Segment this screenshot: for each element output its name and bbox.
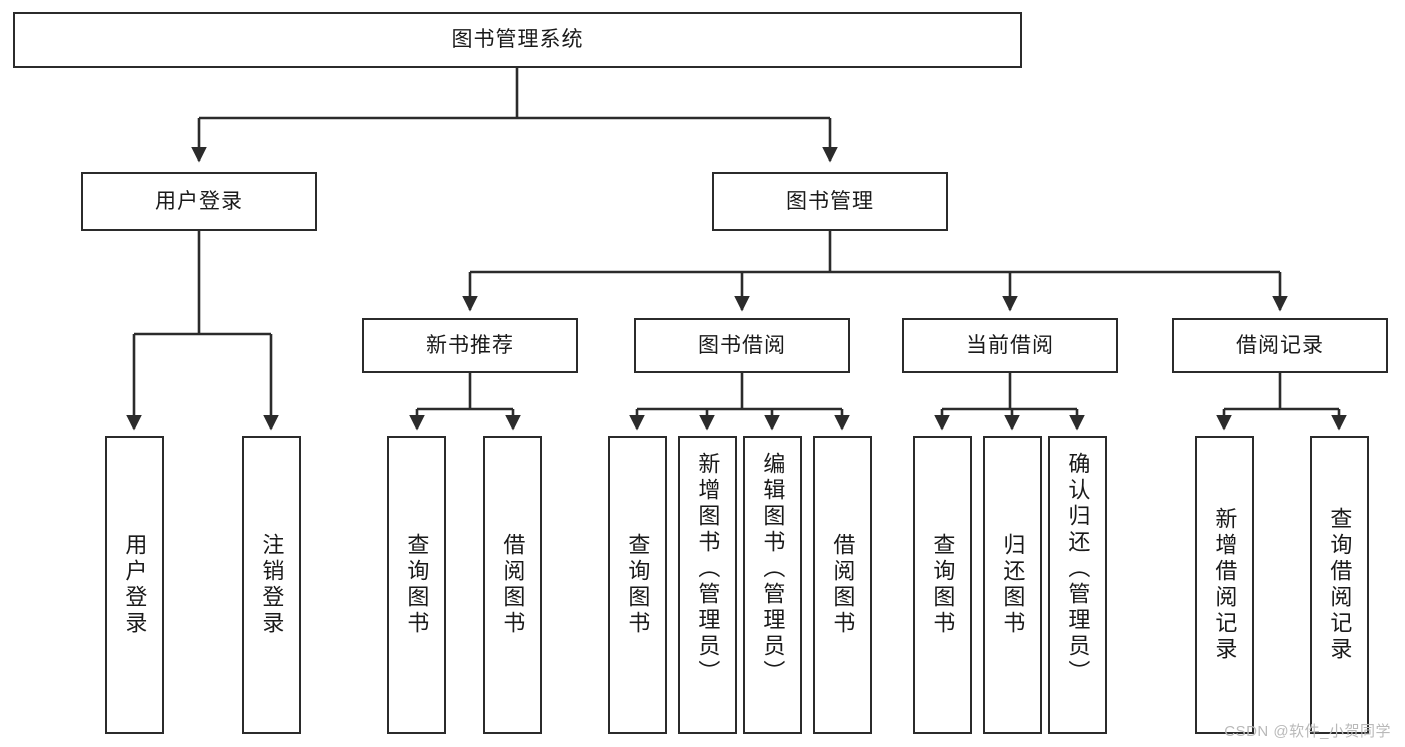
- node-leaf-confirm-return[interactable]: 确认归还（管理员）: [1048, 436, 1107, 734]
- node-leaf-edit-book-label: 编辑图书（管理员）: [760, 452, 786, 686]
- node-leaf-query-book-1-label: 查询图书: [404, 533, 430, 637]
- node-root-label: 图书管理系统: [451, 28, 584, 52]
- node-leaf-logout-login[interactable]: 注销登录: [242, 436, 301, 734]
- node-leaf-logout-login-label: 注销登录: [259, 533, 285, 637]
- node-leaf-query-book-1[interactable]: 查询图书: [387, 436, 446, 734]
- node-root[interactable]: 图书管理系统: [13, 12, 1022, 68]
- node-leaf-borrow-book-1-label: 借阅图书: [500, 533, 526, 637]
- node-leaf-return-book-label: 归还图书: [1000, 533, 1026, 637]
- node-new-book-recommend[interactable]: 新书推荐: [362, 318, 578, 373]
- node-book-borrow[interactable]: 图书借阅: [634, 318, 850, 373]
- node-leaf-confirm-return-label: 确认归还（管理员）: [1065, 452, 1091, 686]
- node-book-manage-label: 图书管理: [786, 189, 874, 213]
- node-current-borrow-label: 当前借阅: [966, 333, 1054, 357]
- node-leaf-user-login[interactable]: 用户登录: [105, 436, 164, 734]
- node-leaf-add-book[interactable]: 新增图书（管理员）: [678, 436, 737, 734]
- node-leaf-borrow-book-2[interactable]: 借阅图书: [813, 436, 872, 734]
- node-leaf-add-record-label: 新增借阅记录: [1212, 507, 1238, 663]
- node-leaf-query-record[interactable]: 查询借阅记录: [1310, 436, 1369, 734]
- node-leaf-borrow-book-2-label: 借阅图书: [830, 533, 856, 637]
- node-leaf-query-book-3-label: 查询图书: [930, 533, 956, 637]
- node-leaf-query-book-2[interactable]: 查询图书: [608, 436, 667, 734]
- node-leaf-query-book-3[interactable]: 查询图书: [913, 436, 972, 734]
- node-book-borrow-label: 图书借阅: [698, 333, 786, 357]
- node-leaf-user-login-label: 用户登录: [122, 533, 148, 637]
- node-user-login[interactable]: 用户登录: [81, 172, 317, 231]
- node-leaf-add-record[interactable]: 新增借阅记录: [1195, 436, 1254, 734]
- node-leaf-edit-book[interactable]: 编辑图书（管理员）: [743, 436, 802, 734]
- node-leaf-borrow-book-1[interactable]: 借阅图书: [483, 436, 542, 734]
- node-current-borrow[interactable]: 当前借阅: [902, 318, 1118, 373]
- node-user-login-label: 用户登录: [155, 189, 243, 213]
- node-leaf-query-record-label: 查询借阅记录: [1327, 507, 1353, 663]
- node-borrow-record-label: 借阅记录: [1236, 333, 1324, 357]
- node-book-manage[interactable]: 图书管理: [712, 172, 948, 231]
- node-borrow-record[interactable]: 借阅记录: [1172, 318, 1388, 373]
- node-new-book-recommend-label: 新书推荐: [426, 333, 514, 357]
- node-leaf-return-book[interactable]: 归还图书: [983, 436, 1042, 734]
- node-leaf-query-book-2-label: 查询图书: [625, 533, 651, 637]
- node-leaf-add-book-label: 新增图书（管理员）: [695, 452, 721, 686]
- watermark-text: CSDN @软件_小贺同学: [1224, 723, 1391, 740]
